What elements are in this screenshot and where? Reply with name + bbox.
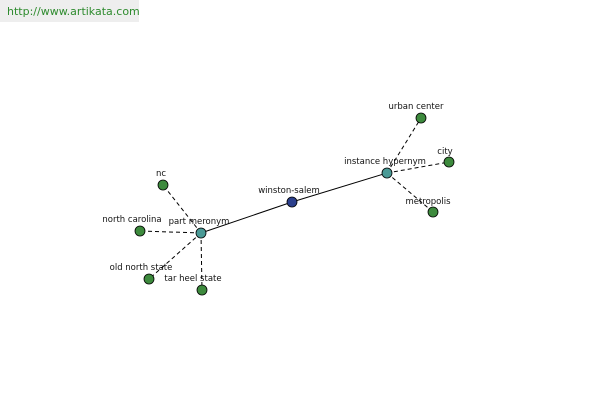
node-label-winston-salem[interactable]: winston-salem <box>258 186 320 196</box>
edge-part-meronym-to-tar-heel-state <box>200 232 203 291</box>
node-label-old-north-state[interactable]: old north state <box>110 263 173 273</box>
edge-instance-hypernym-to-city <box>386 161 450 174</box>
node-label-nc[interactable]: nc <box>156 169 166 179</box>
site-url-link[interactable]: http://www.artikata.com <box>7 5 140 18</box>
node-label-city[interactable]: city <box>437 147 452 157</box>
edge-instance-hypernym-to-urban-center <box>386 117 422 174</box>
graph-labels: winston-salem instance hypernym part meron… <box>102 102 452 284</box>
edge-part-meronym-to-nc <box>162 184 202 234</box>
node-urban-center[interactable] <box>415 112 427 124</box>
node-label-instance-hypernym[interactable]: instance hypernym <box>344 157 426 167</box>
node-label-metropolis[interactable]: metropolis <box>405 197 451 207</box>
node-winston-salem[interactable] <box>286 196 298 208</box>
edge-part-meronym-to-old-north-state <box>148 232 202 280</box>
node-label-urban-center[interactable]: urban center <box>389 102 444 112</box>
url-bar: http://www.artikata.com <box>0 0 140 22</box>
node-old-north-state[interactable] <box>143 273 155 285</box>
edge-winston-salem-to-instance-hypernym <box>291 172 388 203</box>
edge-winston-salem-to-part-meronym <box>200 201 293 234</box>
edge-part-meronym-to-north-carolina <box>139 230 202 234</box>
node-label-north-carolina[interactable]: north carolina <box>102 215 161 225</box>
node-north-carolina[interactable] <box>134 225 146 237</box>
node-metropolis[interactable] <box>427 206 439 218</box>
node-nc[interactable] <box>157 179 169 191</box>
node-label-part-meronym[interactable]: part meronym <box>169 217 230 227</box>
node-instance-hypernym[interactable] <box>381 167 393 179</box>
node-label-tar-heel-state[interactable]: tar heel state <box>164 274 221 284</box>
edge-instance-hypernym-to-metropolis <box>386 172 434 213</box>
node-city[interactable] <box>443 156 455 168</box>
graph-edges <box>139 117 450 291</box>
node-tar-heel-state[interactable] <box>196 284 208 296</box>
graph-nodes <box>134 112 455 296</box>
node-part-meronym[interactable] <box>195 227 207 239</box>
